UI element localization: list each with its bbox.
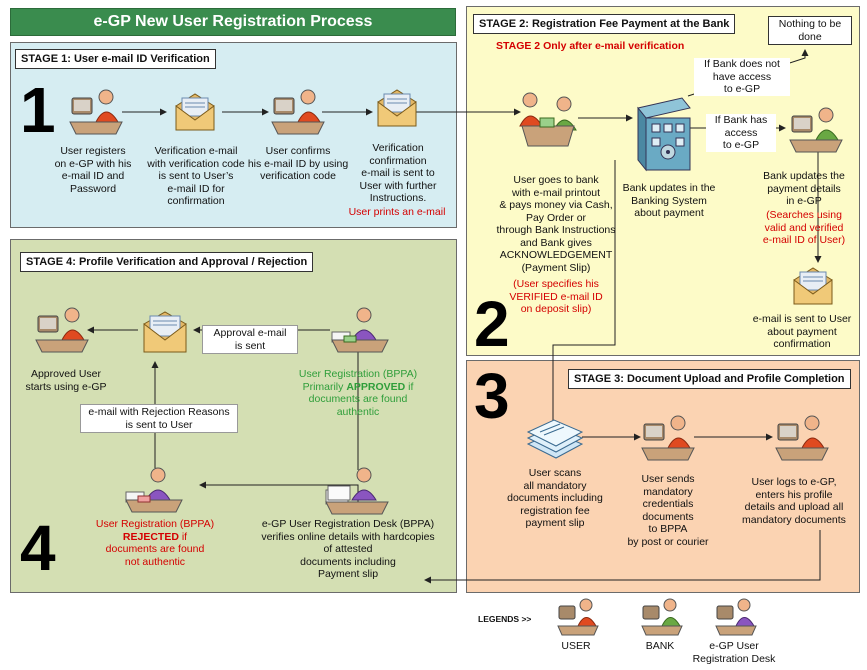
bank-building-icon: [637, 97, 691, 172]
stage2-subtitle: STAGE 2 Only after e-mail verification: [496, 40, 685, 52]
stage3-number: 3: [474, 360, 510, 432]
user-desk-icon: [69, 89, 123, 135]
user-legend-icon: [557, 598, 599, 636]
page-title: e-GP New User Registration Process: [93, 13, 373, 30]
legend-label: LEGENDS >>: [478, 614, 532, 624]
registration-desk-icon: [331, 307, 389, 353]
stage4-number: 4: [20, 512, 56, 584]
arrow-s3-to-s4: [424, 530, 821, 584]
registration-desk-icon: [325, 467, 389, 515]
stage1-print-note: User prints an e-mail: [348, 206, 446, 218]
user-desk-icon: [641, 415, 695, 461]
desk-verifies-text: e-GP User Registration Desk (BPPA)verifi…: [261, 518, 435, 580]
registration-desk-icon: [125, 467, 183, 513]
user-desk-icon: [35, 307, 89, 353]
arrow-s2-to-s3: [549, 160, 616, 429]
user-desk-icon: [271, 89, 325, 135]
stage2-number: 2: [474, 288, 510, 360]
stage1-panel: [10, 42, 457, 228]
approved-text: User Registration (BPPA) Primarily APPRO…: [298, 368, 418, 418]
rejected-text: User Registration (BPPA) REJECTED if doc…: [95, 518, 215, 568]
user-desk-icon: [775, 415, 829, 461]
legend-user-label: USER: [561, 640, 591, 652]
bank-teller-icon: [789, 107, 843, 153]
envelope-icon: [175, 93, 215, 131]
stage1-number: 1: [20, 74, 56, 146]
stage3-panel: [466, 360, 860, 593]
documents-icon: [526, 419, 584, 459]
bank-legend-icon: [641, 598, 683, 636]
desk-legend-icon: [715, 598, 757, 636]
stage3-title: STAGE 3: Document Upload and Profile Com…: [568, 369, 851, 389]
user-logs-text: User logs to e-GP,enters his profile det…: [742, 476, 846, 526]
stage4-title: STAGE 4: Profile Verification and Approv…: [20, 252, 314, 272]
legend-bank-label: BANK: [645, 640, 675, 652]
title-bar: e-GP New User Registration Process: [10, 8, 456, 36]
envelope-icon: [143, 311, 187, 353]
bank-teller-icon: [519, 92, 577, 147]
envelope-icon: [793, 267, 833, 305]
stage2-title: STAGE 2: Registration Fee Payment at the…: [473, 14, 736, 34]
stage1-title: STAGE 1: User e-mail ID Verification: [15, 49, 216, 69]
envelope-icon: [377, 89, 417, 127]
